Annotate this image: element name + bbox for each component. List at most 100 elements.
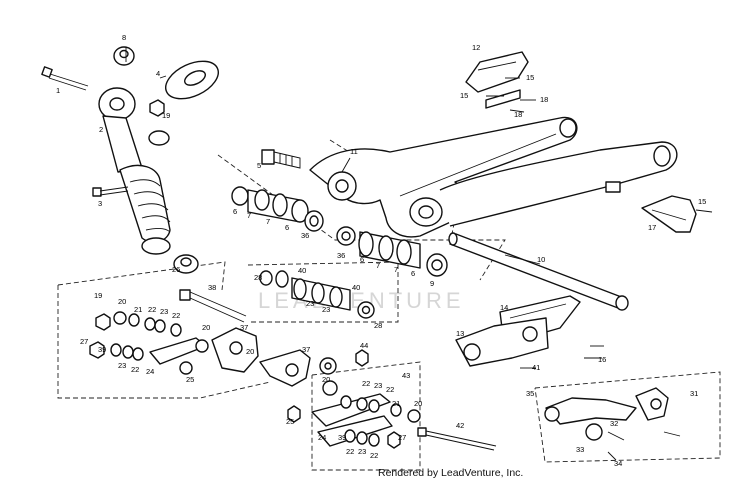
chain-guide-12	[465, 51, 536, 113]
washer-4	[165, 60, 219, 100]
axle-10	[448, 232, 629, 311]
link-bushing-set	[259, 270, 375, 319]
callout-2: 2	[99, 125, 103, 134]
callout-25: 25	[186, 375, 194, 384]
callout-27: 27	[80, 337, 88, 346]
callout-40: 40	[298, 266, 306, 275]
callout-20: 20	[414, 399, 422, 408]
callout-15: 15	[698, 197, 706, 206]
callout-44: 44	[360, 341, 368, 350]
callout-1: 1	[56, 86, 60, 95]
callout-20: 20	[246, 347, 254, 356]
nut-19-upper	[149, 99, 165, 117]
callout-7: 7	[376, 261, 380, 270]
callout-12: 12	[472, 43, 480, 52]
leader-lines	[125, 48, 541, 265]
callout-labels: 1 2 3 4 5 6 7 7 6 36 8 19 26 11 12 15 15…	[56, 33, 706, 468]
callout-41: 41	[532, 363, 540, 372]
callout-32: 32	[610, 419, 618, 428]
callout-4: 4	[156, 69, 160, 78]
callout-5: 5	[257, 161, 261, 170]
callout-8: 8	[122, 33, 126, 42]
chain-slider-17	[641, 195, 713, 233]
callout-21: 21	[392, 399, 400, 408]
callout-22: 22	[346, 447, 354, 456]
callout-40: 40	[352, 283, 360, 292]
linkage-left	[89, 311, 209, 375]
callout-6: 6	[360, 255, 364, 264]
bolt-5	[261, 149, 301, 169]
callout-18: 18	[514, 110, 522, 119]
callout-39: 39	[98, 345, 106, 354]
callout-7: 7	[247, 211, 251, 220]
callout-19: 19	[94, 291, 102, 300]
collar-8	[113, 46, 135, 66]
callout-15: 15	[460, 91, 468, 100]
callout-22: 22	[362, 379, 370, 388]
bracket-13	[455, 317, 604, 369]
callout-6: 6	[411, 269, 415, 278]
callout-6: 6	[233, 207, 237, 216]
callout-24: 24	[318, 433, 326, 442]
callout-31: 31	[690, 389, 698, 398]
callout-26: 26	[172, 265, 180, 274]
callout-21: 21	[134, 305, 142, 314]
callout-23: 23	[160, 307, 168, 316]
bearing-stack-lower	[336, 226, 448, 277]
callout-19: 19	[162, 111, 170, 120]
callout-3: 3	[98, 199, 102, 208]
relay-arm-37	[211, 327, 369, 387]
collar-26	[173, 254, 199, 274]
callout-28: 28	[374, 321, 382, 330]
credit-text: Rendered by LeadVenture, Inc.	[378, 467, 524, 479]
callout-38: 38	[208, 283, 216, 292]
callout-18: 18	[540, 95, 548, 104]
callout-39: 39	[338, 433, 346, 442]
callout-9: 9	[430, 279, 434, 288]
callout-20: 20	[202, 323, 210, 332]
linkage-right	[287, 380, 421, 449]
callout-23: 23	[118, 361, 126, 370]
callout-23: 23	[374, 381, 382, 390]
callout-22: 22	[370, 451, 378, 460]
callout-27: 27	[398, 433, 406, 442]
callout-37: 37	[302, 345, 310, 354]
bolt-38	[179, 289, 247, 323]
bearing-stack-upper	[231, 186, 324, 232]
callout-6: 6	[285, 223, 289, 232]
callout-34: 34	[614, 459, 622, 468]
callout-42: 42	[456, 421, 464, 430]
bolt-1	[41, 66, 89, 91]
callout-7: 7	[394, 265, 398, 274]
callout-37: 37	[240, 323, 248, 332]
callout-22: 22	[386, 385, 394, 394]
callout-23: 23	[306, 299, 314, 308]
callout-13: 13	[456, 329, 464, 338]
callout-36: 36	[337, 251, 345, 260]
callout-25: 25	[286, 417, 294, 426]
callout-28: 28	[254, 273, 262, 282]
bolt-42	[417, 427, 497, 451]
brake-pedal-35	[544, 387, 681, 461]
callout-22: 22	[148, 305, 156, 314]
callout-16: 16	[598, 355, 606, 364]
callout-17: 17	[648, 223, 656, 232]
callout-23: 23	[358, 447, 366, 456]
callout-7: 7	[266, 217, 270, 226]
callout-43: 43	[402, 371, 410, 380]
callout-33: 33	[576, 445, 584, 454]
callout-20: 20	[118, 297, 126, 306]
callout-23: 23	[322, 305, 330, 314]
callout-11: 11	[350, 147, 358, 156]
shock-absorber-2	[98, 87, 171, 255]
callout-10: 10	[537, 255, 545, 264]
callout-15: 15	[526, 73, 534, 82]
callout-14: 14	[500, 303, 508, 312]
callout-22: 22	[172, 311, 180, 320]
callout-36: 36	[301, 231, 309, 240]
callout-24: 24	[146, 367, 154, 376]
callout-35: 35	[526, 389, 534, 398]
swingarm-11	[309, 116, 678, 238]
